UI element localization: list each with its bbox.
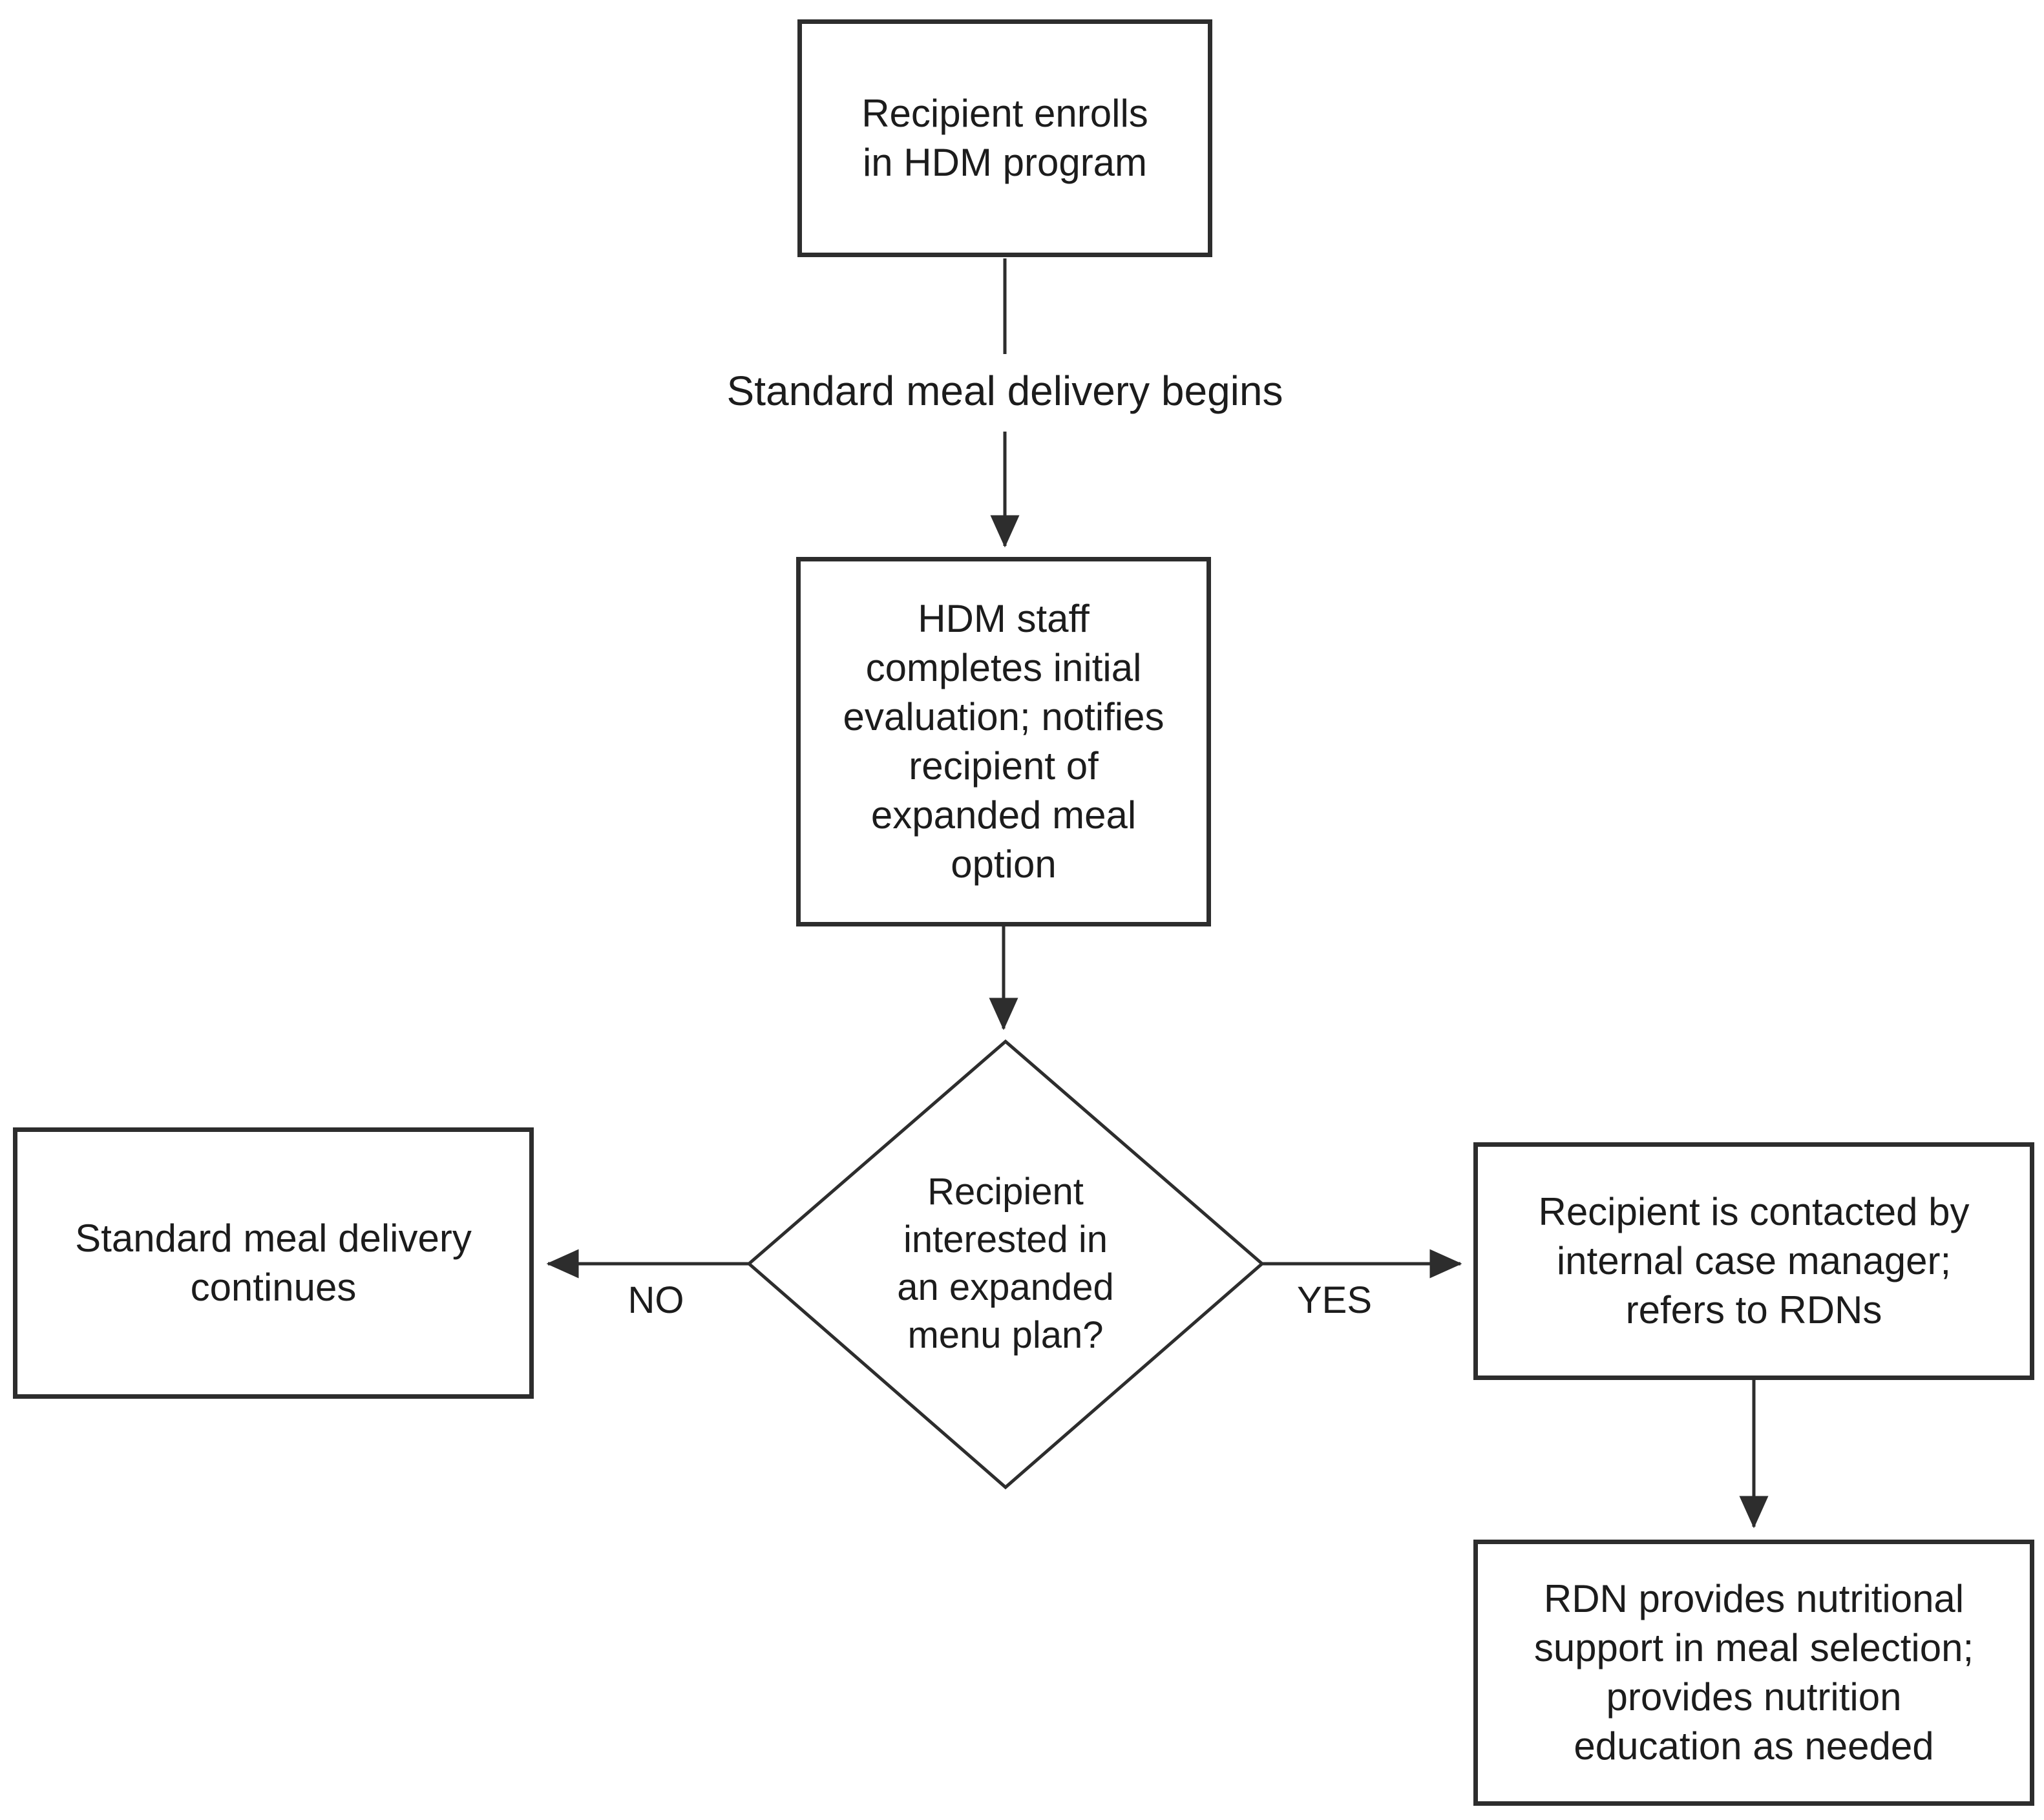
decision-label: Recipient interested in an expanded menu… [897, 1171, 1114, 1356]
decision-diamond [746, 1039, 1265, 1490]
node-enroll: Recipient enrolls in HDM program [797, 19, 1212, 257]
edge-label-standard-begins: Standard meal delivery begins [726, 368, 1283, 414]
edge-label-no: NO [627, 1279, 684, 1321]
node-rdn-support: RDN provides nutritional support in meal… [1473, 1540, 2034, 1806]
edge-label-yes: YES [1296, 1279, 1373, 1321]
node-case-manager: Recipient is contacted by internal case … [1473, 1142, 2034, 1380]
node-evaluation: HDM staff completes initial evaluation; … [796, 557, 1211, 926]
node-standard-continues: Standard meal delivery continues [13, 1127, 534, 1399]
